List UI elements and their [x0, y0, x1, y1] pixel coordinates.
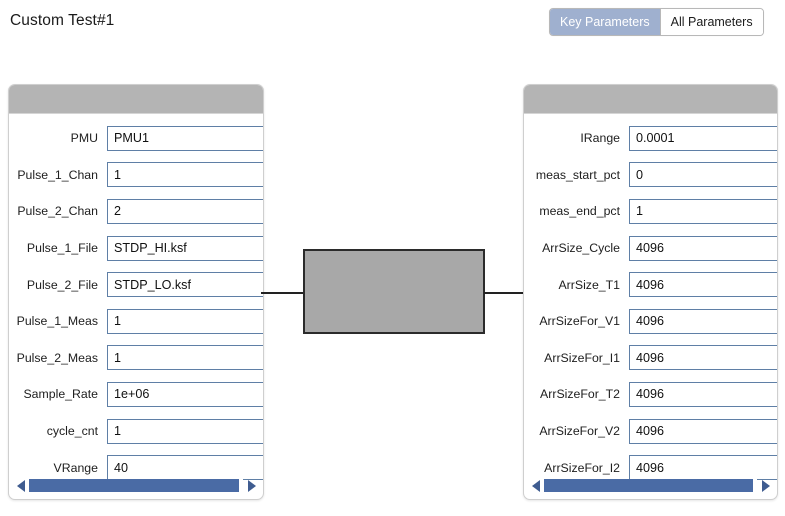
right-param-row: ArrSizeFor_I2	[524, 449, 777, 486]
left-param-row: VRange	[9, 449, 263, 486]
left-param-label: Sample_Rate	[23, 387, 98, 402]
left-param-row: Pulse_1_Chan	[9, 157, 263, 194]
right-param-row: ArrSize_T1	[524, 266, 777, 303]
right-param-label: meas_start_pct	[535, 167, 620, 182]
right-scroll-track[interactable]	[544, 479, 757, 492]
scroll-left-arrow-icon[interactable]	[529, 478, 542, 493]
right-param-input[interactable]	[629, 308, 777, 334]
right-param-row: ArrSizeFor_T2	[524, 376, 777, 413]
left-param-label: Pulse_1_Meas	[16, 314, 98, 329]
right-param-input[interactable]	[629, 235, 777, 261]
terminal-lead-left-icon	[261, 292, 304, 294]
left-panel-horizontal-scrollbar[interactable]	[14, 478, 258, 493]
right-panel-horizontal-scrollbar[interactable]	[529, 478, 772, 493]
left-param-row: cycle_cnt	[9, 413, 263, 450]
right-param-input[interactable]	[629, 272, 777, 298]
right-param-input[interactable]	[629, 198, 777, 224]
left-param-input[interactable]	[107, 345, 263, 371]
left-param-row: Sample_Rate	[9, 376, 263, 413]
right-param-label: ArrSizeFor_T2	[540, 387, 620, 402]
right-panel-field-list: IRange meas_start_pct meas_end_pctArrSize_…	[524, 114, 777, 483]
left-param-row: Pulse_1_File	[9, 230, 263, 267]
left-param-input[interactable]	[107, 272, 263, 298]
right-param-input[interactable]	[629, 455, 777, 481]
right-param-label: ArrSize_Cycle	[542, 241, 620, 256]
right-param-label: ArrSizeFor_V1	[539, 314, 620, 329]
left-param-input[interactable]	[107, 455, 263, 481]
device-under-test-symbol[interactable]	[303, 249, 485, 334]
right-param-input[interactable]	[629, 162, 777, 188]
right-panel-header	[524, 85, 777, 114]
right-param-row: ArrSizeFor_V2	[524, 413, 777, 450]
right-param-input[interactable]	[629, 418, 777, 444]
right-scroll-thumb[interactable]	[544, 479, 753, 492]
right-param-label: IRange	[580, 131, 620, 146]
right-param-row: ArrSizeFor_I1	[524, 340, 777, 377]
page-title: Custom Test#1	[10, 12, 115, 29]
right-param-label: ArrSizeFor_I2	[544, 460, 620, 475]
tab-key-parameters[interactable]: Key Parameters	[550, 9, 660, 35]
left-scroll-thumb[interactable]	[29, 479, 239, 492]
right-param-row: meas_end_pct	[524, 193, 777, 230]
tab-all-parameters[interactable]: All Parameters	[659, 9, 763, 35]
right-param-row: ArrSize_Cycle	[524, 230, 777, 267]
left-scroll-track[interactable]	[29, 479, 243, 492]
right-param-input[interactable]	[629, 381, 777, 407]
right-parameters-panel: IRange meas_start_pct meas_end_pctArrSize_…	[523, 84, 778, 500]
left-param-input[interactable]	[107, 381, 263, 407]
left-param-label: PMU	[70, 131, 98, 146]
right-param-label: ArrSizeFor_V2	[539, 424, 620, 439]
right-param-label: ArrSize_T1	[558, 277, 620, 292]
left-param-row: Pulse_1_Meas	[9, 303, 263, 340]
right-param-label: meas_end_pct	[539, 204, 620, 219]
parameter-view-toggle[interactable]: Key Parameters All Parameters	[549, 8, 764, 36]
left-param-row: PMU	[9, 120, 263, 157]
left-parameters-panel: PMU Pulse_1_ChanPulse_2_ChanPulse_1_FileP…	[8, 84, 264, 500]
terminal-lead-right-icon	[484, 292, 527, 294]
left-param-label: Pulse_2_Meas	[16, 350, 98, 365]
left-param-label: Pulse_1_File	[26, 241, 98, 256]
left-param-input[interactable]	[107, 198, 263, 224]
scroll-left-arrow-icon[interactable]	[14, 478, 27, 493]
scroll-right-arrow-icon[interactable]	[759, 478, 772, 493]
right-param-input[interactable]	[629, 125, 777, 151]
left-param-label: Pulse_2_Chan	[17, 204, 98, 219]
right-param-label: ArrSizeFor_I1	[544, 350, 620, 365]
left-param-input[interactable]	[107, 162, 263, 188]
scroll-right-arrow-icon[interactable]	[245, 478, 258, 493]
left-param-row: Pulse_2_Meas	[9, 340, 263, 377]
left-param-label: Pulse_2_File	[26, 277, 98, 292]
left-panel-header	[9, 85, 263, 114]
left-panel-field-list: PMU Pulse_1_ChanPulse_2_ChanPulse_1_FileP…	[9, 114, 263, 483]
right-param-row: ArrSizeFor_V1	[524, 303, 777, 340]
left-param-input[interactable]	[107, 418, 263, 444]
left-param-input[interactable]	[107, 235, 263, 261]
left-param-label: VRange	[53, 460, 98, 475]
right-param-row: IRange	[524, 120, 777, 157]
left-param-label: Pulse_1_Chan	[17, 167, 98, 182]
left-param-input[interactable]	[107, 125, 263, 151]
left-param-row: Pulse_2_Chan	[9, 193, 263, 230]
right-param-row: meas_start_pct	[524, 157, 777, 194]
left-param-row: Pulse_2_File	[9, 266, 263, 303]
right-param-input[interactable]	[629, 345, 777, 371]
left-param-input[interactable]	[107, 308, 263, 334]
device-diagram	[261, 249, 527, 337]
left-param-label: cycle_cnt	[46, 424, 98, 439]
